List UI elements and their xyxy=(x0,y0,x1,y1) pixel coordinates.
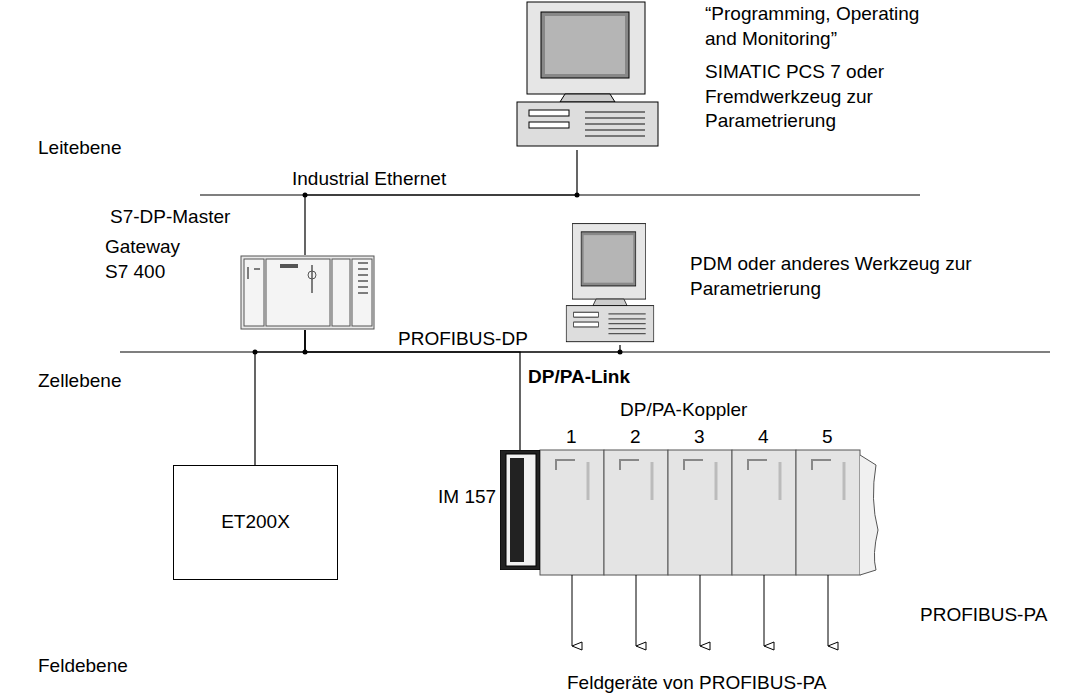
bus-connector xyxy=(255,330,305,465)
callout-number: 2 xyxy=(630,426,641,449)
text-label: Zellebene xyxy=(38,370,121,393)
dp-pa-coupler-modules xyxy=(540,450,878,575)
programming-station: “Programming, Operating and Monitoring”S… xyxy=(515,0,660,150)
pa-drop-arrows xyxy=(572,575,828,646)
s7-400-rack xyxy=(240,255,375,330)
link-name: DP/PA-Link xyxy=(528,366,630,389)
text-label: Feldgeräte von PROFIBUS-PA xyxy=(567,672,826,695)
im157-module: IM 157 xyxy=(500,450,540,570)
node-text: PDM oder anderes Werkzeug zur Parametrie… xyxy=(690,252,990,301)
im157-module xyxy=(500,450,540,570)
callout-number: 4 xyxy=(758,426,769,449)
bus-name: PROFIBUS-DP xyxy=(398,328,528,351)
node-text: ET200X xyxy=(213,510,298,535)
node-text: SIMATIC PCS 7 oder Fremdwerkzeug zur Par… xyxy=(705,60,955,134)
node-text: “Programming, Operating and Monitoring” xyxy=(705,2,955,51)
node-text: S7-DP-Master xyxy=(110,205,230,230)
bus-connector xyxy=(305,150,577,255)
computer-icon xyxy=(515,0,660,150)
callout-number: 3 xyxy=(694,426,705,449)
s7-gateway: S7-DP-MasterGateway S7 400 xyxy=(240,255,375,330)
text-label: DP/PA-Koppler xyxy=(620,399,747,422)
callout-number: 5 xyxy=(822,426,833,449)
parameter-station: PDM oder anderes Werkzeug zur Parametrie… xyxy=(565,222,655,345)
computer-icon xyxy=(565,222,655,345)
text-label: Feldebene xyxy=(38,655,128,678)
bus-name: PROFIBUS-PA xyxy=(920,604,1047,627)
et200x-box: ET200X xyxy=(173,465,338,580)
node-text: IM 157 xyxy=(438,485,496,510)
text-label: Leitebene xyxy=(38,137,121,160)
edge-label: Industrial Ethernet xyxy=(290,168,448,191)
node-text: Gateway S7 400 xyxy=(105,235,185,284)
callout-number: 1 xyxy=(566,426,577,449)
